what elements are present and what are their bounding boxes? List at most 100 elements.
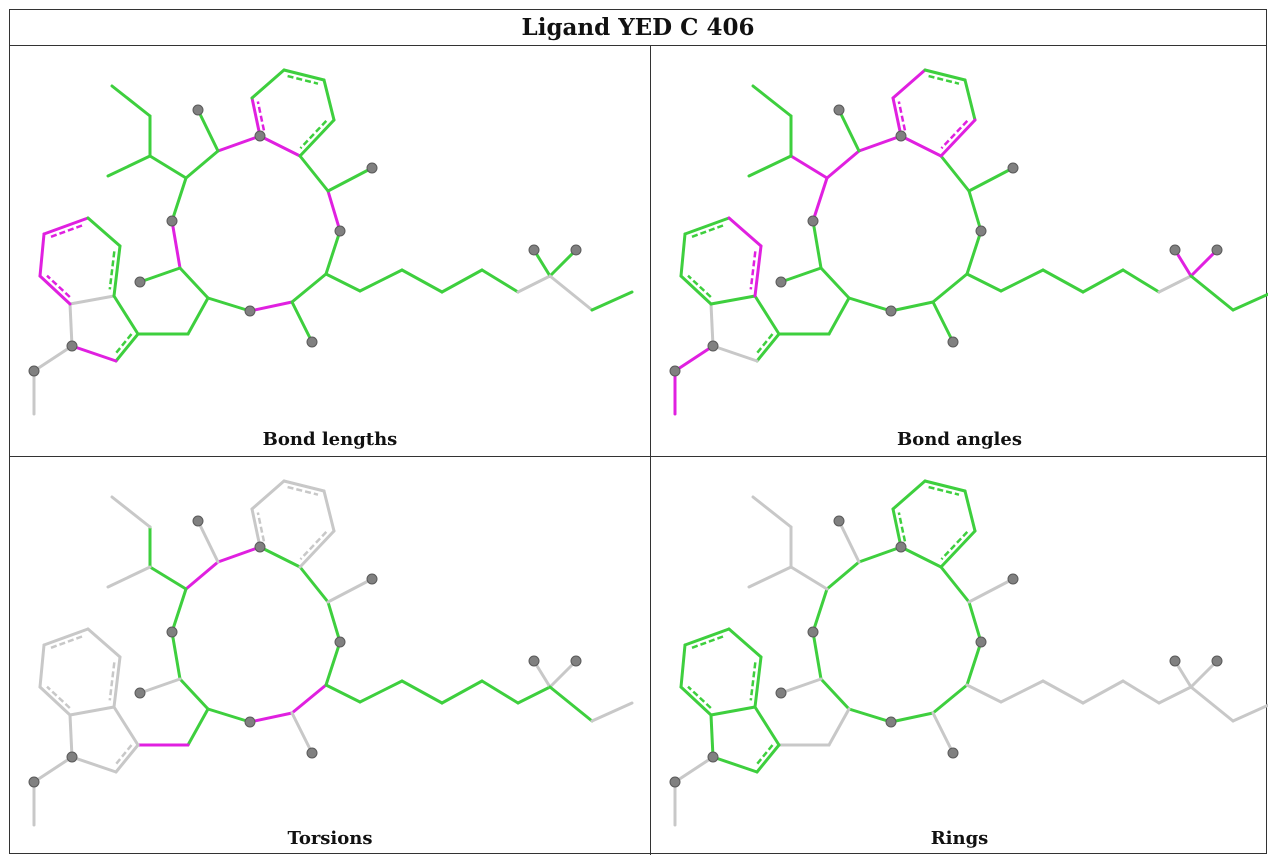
- bond: [184, 149, 220, 180]
- bond: [326, 577, 374, 604]
- bond: [965, 640, 983, 687]
- bond: [811, 176, 829, 223]
- bond: [899, 134, 943, 158]
- bond: [755, 743, 781, 774]
- atom: [885, 305, 897, 317]
- bond: [939, 118, 977, 158]
- ligand-validation-figure: Ligand YED C 406 Bond lengths Bond angle…: [9, 9, 1268, 855]
- atom: [244, 716, 256, 728]
- bond: [819, 266, 851, 300]
- panel-label-bond-angles: Bond angles: [897, 429, 1022, 450]
- atom: [833, 515, 845, 527]
- bond: [196, 108, 220, 153]
- atom: [28, 365, 40, 377]
- atom: [1211, 655, 1223, 667]
- bond: [683, 627, 731, 647]
- bond: [250, 96, 262, 138]
- bond: [186, 296, 210, 336]
- bond: [1157, 685, 1193, 705]
- bond: [825, 560, 861, 591]
- double-bond: [928, 485, 960, 496]
- bond: [891, 507, 903, 549]
- bond: [196, 519, 220, 564]
- bond: [400, 268, 444, 294]
- double-bond: [299, 120, 328, 150]
- bond: [967, 600, 983, 644]
- atom: [975, 225, 987, 237]
- bond: [753, 244, 763, 298]
- bond: [112, 705, 140, 747]
- bond: [548, 248, 578, 278]
- bond: [811, 587, 829, 634]
- bond: [216, 134, 262, 153]
- double-bond: [299, 531, 328, 561]
- bond: [931, 683, 969, 715]
- bond: [753, 294, 781, 336]
- bond: [548, 685, 594, 723]
- bond: [480, 268, 520, 294]
- bond: [709, 302, 715, 348]
- bond: [112, 244, 122, 298]
- bond: [178, 266, 210, 300]
- atom: [1169, 655, 1181, 667]
- bond: [899, 545, 943, 569]
- double-bond: [897, 512, 907, 542]
- bond: [114, 332, 140, 363]
- bond: [358, 268, 404, 293]
- double-bond: [940, 531, 969, 561]
- bond: [751, 495, 793, 529]
- bond: [967, 577, 1015, 604]
- atom: [254, 541, 266, 553]
- atom: [885, 716, 897, 728]
- bond: [248, 300, 294, 313]
- bond: [811, 630, 823, 681]
- bond: [967, 166, 1015, 193]
- bond: [939, 529, 977, 569]
- bond: [939, 565, 971, 604]
- double-bond: [113, 744, 133, 767]
- ligand-structure-icon: [28, 68, 634, 416]
- bond: [38, 685, 72, 717]
- bond: [811, 219, 823, 270]
- bond: [931, 300, 955, 344]
- double-bond: [687, 685, 712, 709]
- bond: [322, 78, 336, 122]
- double-bond: [897, 101, 907, 131]
- double-bond: [287, 485, 319, 496]
- bond: [106, 565, 152, 589]
- bond: [709, 294, 757, 306]
- bond: [42, 216, 90, 236]
- bond: [679, 232, 687, 278]
- bond: [32, 344, 74, 373]
- bond: [516, 274, 552, 294]
- atom: [707, 751, 719, 763]
- atom: [306, 747, 318, 759]
- bond: [106, 154, 152, 178]
- bond: [779, 266, 823, 284]
- double-bond: [50, 634, 85, 649]
- atom: [1007, 573, 1019, 585]
- bond: [727, 627, 763, 659]
- bond: [923, 68, 967, 82]
- bond: [298, 118, 336, 158]
- atom: [669, 776, 681, 788]
- panel-rings: Rings: [651, 457, 1268, 855]
- molecule-graph: [669, 68, 1268, 416]
- bond: [110, 495, 152, 529]
- double-bond: [256, 512, 266, 542]
- bond: [400, 679, 444, 705]
- bond: [170, 587, 188, 634]
- bond: [322, 489, 336, 533]
- atom: [134, 276, 146, 288]
- bond: [324, 272, 362, 293]
- bond: [727, 216, 763, 248]
- bond: [70, 344, 118, 363]
- bond: [709, 705, 757, 717]
- atom: [895, 541, 907, 553]
- double-bond: [754, 744, 774, 767]
- atom: [366, 162, 378, 174]
- bond: [789, 565, 829, 591]
- atom: [775, 687, 787, 699]
- bond: [548, 274, 594, 312]
- bond: [1231, 703, 1268, 723]
